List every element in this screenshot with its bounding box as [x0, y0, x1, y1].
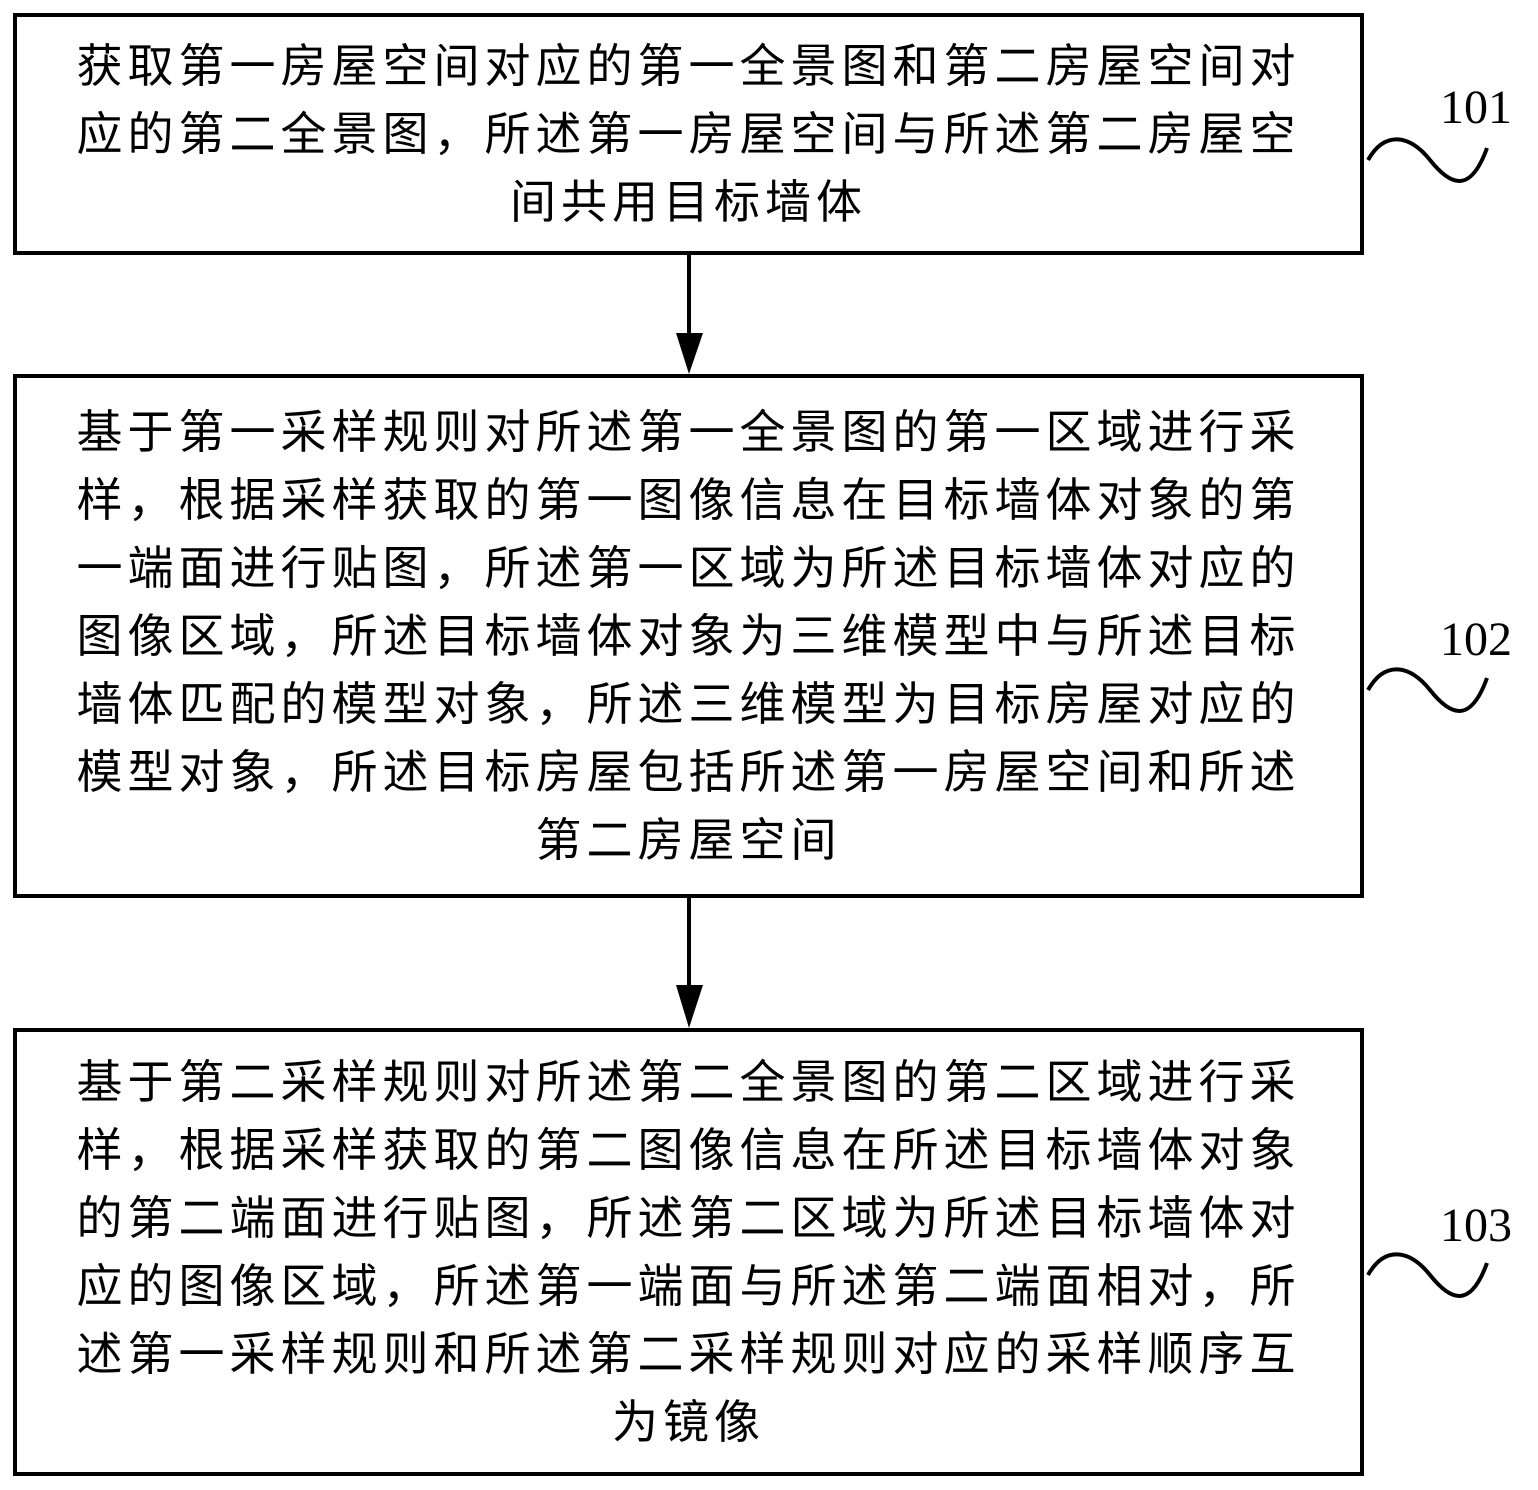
leader-squiggle-103-icon [1366, 1252, 1489, 1298]
leader-squiggle-101-icon [1366, 137, 1489, 183]
step-102-box: 基于第一采样规则对所述第一全景图的第一区域进行采样，根据采样获取的第一图像信息在… [13, 374, 1364, 898]
arrow-102-to-103 [676, 898, 703, 1028]
step-102-label: 102 [1440, 613, 1512, 666]
arrow-101-to-102 [676, 255, 703, 374]
step-103-text: 基于第二采样规则对所述第二全景图的第二区域进行采样，根据采样获取的第二图像信息在… [76, 1055, 1301, 1449]
step-103-label: 103 [1440, 1199, 1512, 1252]
step-101-label: 101 [1440, 81, 1512, 134]
arrow-head-icon [676, 985, 703, 1028]
arrow-head-icon [676, 333, 703, 374]
step-101-box: 获取第一房屋空间对应的第一全景图和第二房屋空间对应的第二全景图，所述第一房屋空间… [13, 13, 1364, 255]
leader-squiggle-102-icon [1366, 667, 1489, 713]
step-103-box: 基于第二采样规则对所述第二全景图的第二区域进行采样，根据采样获取的第二图像信息在… [13, 1028, 1364, 1476]
step-102-text: 基于第一采样规则对所述第一全景图的第一区域进行采样，根据采样获取的第一图像信息在… [76, 405, 1301, 867]
step-101-text: 获取第一房屋空间对应的第一全景图和第二房屋空间对应的第二全景图，所述第一房屋空间… [76, 39, 1301, 229]
